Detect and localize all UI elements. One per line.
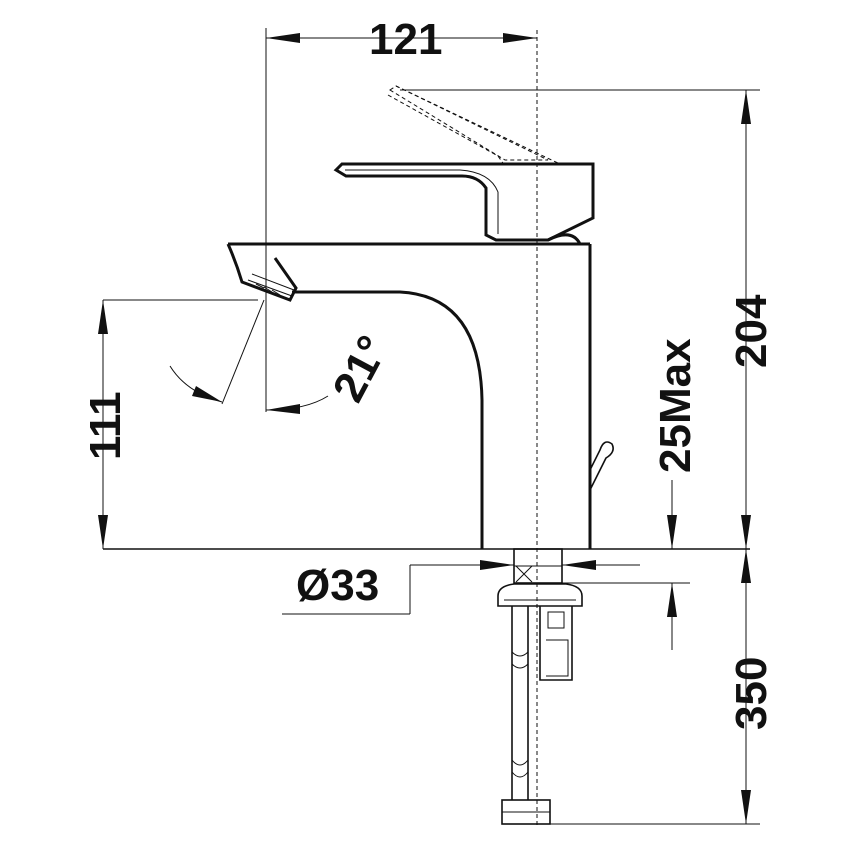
dim-dia33 (282, 560, 640, 615)
dim-204 (400, 89, 760, 549)
dim-21deg-label: 21° (324, 328, 399, 410)
dim-350-label: 350 (727, 657, 776, 730)
lever-handle (333, 162, 595, 245)
lever-handle-raised (387, 85, 561, 167)
dim-204-label: 204 (727, 294, 776, 368)
dim-111-label: 111 (81, 391, 130, 460)
dim-dia33-label: Ø33 (296, 561, 379, 610)
dim-350 (550, 549, 760, 825)
faucet-body (226, 242, 592, 549)
dim-121 (265, 28, 537, 412)
dim-21deg (169, 299, 329, 414)
dim-25max (562, 480, 700, 650)
dim-111 (98, 299, 258, 549)
popup-rod (589, 441, 614, 491)
dim-121-label: 121 (369, 15, 442, 64)
dim-25max-label: 25Max (651, 338, 700, 473)
under-deck-assembly (497, 548, 583, 825)
